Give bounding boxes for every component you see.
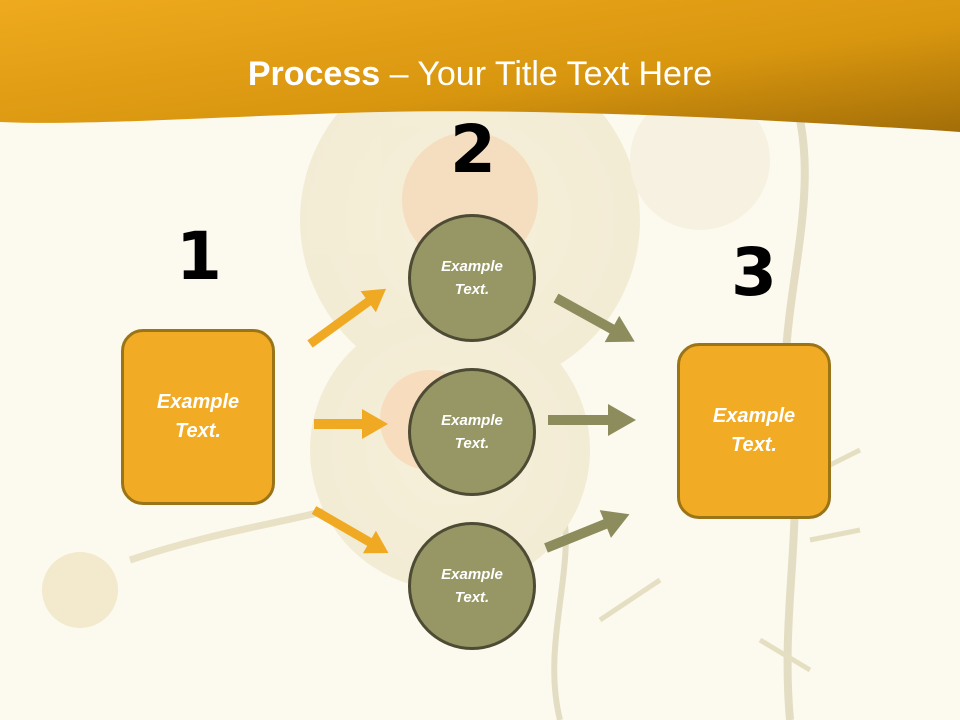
circle-middle-line-2: Text.	[454, 435, 490, 452]
step-number-2: 2	[450, 111, 496, 188]
circle-top-line-1: Example	[441, 258, 503, 275]
box-1-line-1: Example	[156, 391, 240, 413]
process-box-3: Example Text.	[677, 343, 831, 519]
circle-middle-text: Example Text.	[441, 409, 503, 455]
process-circle-middle: Example Text.	[408, 368, 536, 496]
process-box-1-text: Example Text.	[157, 388, 239, 446]
circle-bottom-line-2: Text.	[454, 589, 490, 606]
step-number-3: 3	[731, 234, 777, 311]
circle-bottom-text: Example Text.	[441, 563, 503, 609]
circle-top-line-2: Text.	[454, 281, 490, 298]
process-circle-bottom: Example Text.	[408, 522, 536, 650]
circle-middle-line-1: Example	[441, 412, 503, 429]
slide-title: Process – Your Title Text Here	[0, 52, 960, 96]
circle-top-text: Example Text.	[441, 255, 503, 301]
circle-bottom-line-1: Example	[441, 566, 503, 583]
arrows-olive	[544, 293, 636, 553]
title-bold-part: Process	[247, 55, 381, 93]
process-box-3-text: Example Text.	[713, 402, 795, 460]
box-1-line-2: Text.	[175, 420, 221, 442]
step-number-1: 1	[176, 218, 222, 295]
box-3-line-1: Example	[712, 405, 796, 427]
process-circle-top: Example Text.	[408, 214, 536, 342]
box-3-line-2: Text.	[731, 434, 777, 456]
title-rest-part: – Your Title Text Here	[380, 55, 713, 93]
arrows-orange	[307, 288, 389, 554]
header-band	[0, 0, 960, 132]
process-box-1: Example Text.	[121, 329, 275, 505]
